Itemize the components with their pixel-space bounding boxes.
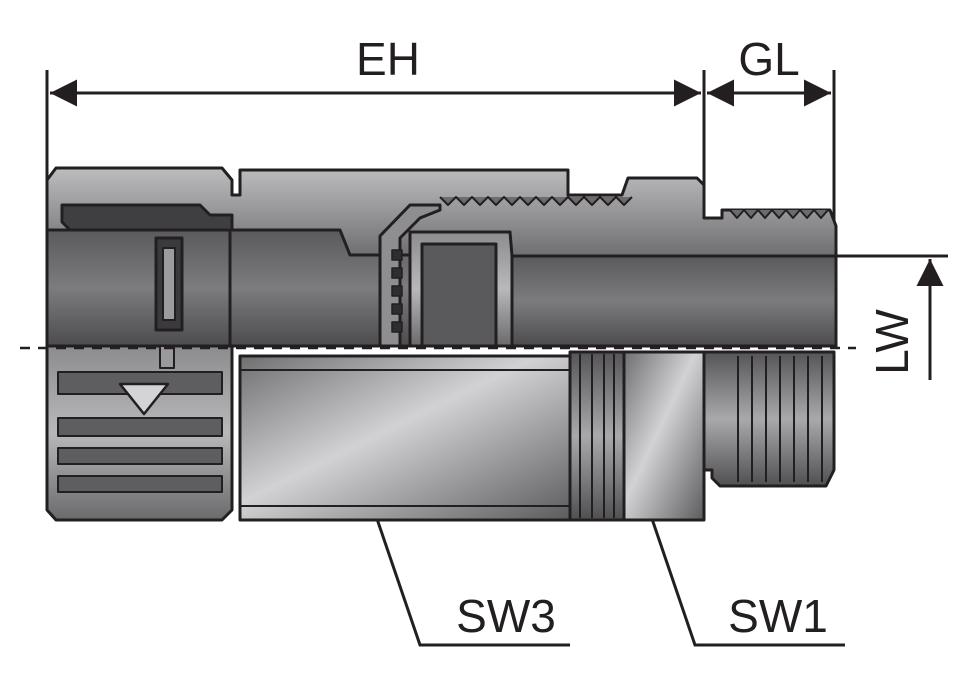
seal-ring-inner bbox=[420, 242, 498, 348]
connection-thread-teeth bbox=[729, 209, 829, 219]
dimension-lines bbox=[45, 70, 948, 647]
body-thread-grooves bbox=[579, 354, 615, 518]
inner-bore bbox=[45, 228, 232, 348]
cage-ribs bbox=[391, 249, 403, 333]
body-thread-teeth bbox=[439, 196, 633, 206]
eh-label: EH bbox=[356, 33, 420, 85]
sw1-label: SW1 bbox=[728, 590, 828, 642]
upper-section-view bbox=[45, 166, 838, 348]
sw3-leader-line bbox=[373, 512, 570, 647]
connection-thread-grooves bbox=[737, 356, 823, 482]
cap-inner-slot bbox=[60, 203, 234, 232]
body-bore bbox=[510, 254, 838, 348]
cap-window-inner bbox=[162, 247, 176, 321]
sw3-hex-nut bbox=[238, 354, 572, 522]
body-thread-band bbox=[568, 350, 626, 522]
connection-thread-exterior bbox=[702, 350, 836, 488]
cap-tab bbox=[159, 345, 175, 369]
sw3-label: SW3 bbox=[456, 590, 556, 642]
lower-exterior-view bbox=[45, 344, 836, 522]
sw1-leader-line bbox=[648, 512, 845, 647]
lw-label: LW bbox=[866, 309, 918, 375]
cap-arrow-mark-icon bbox=[118, 382, 170, 416]
sw1-hex bbox=[622, 350, 706, 522]
gl-label: GL bbox=[738, 33, 799, 85]
